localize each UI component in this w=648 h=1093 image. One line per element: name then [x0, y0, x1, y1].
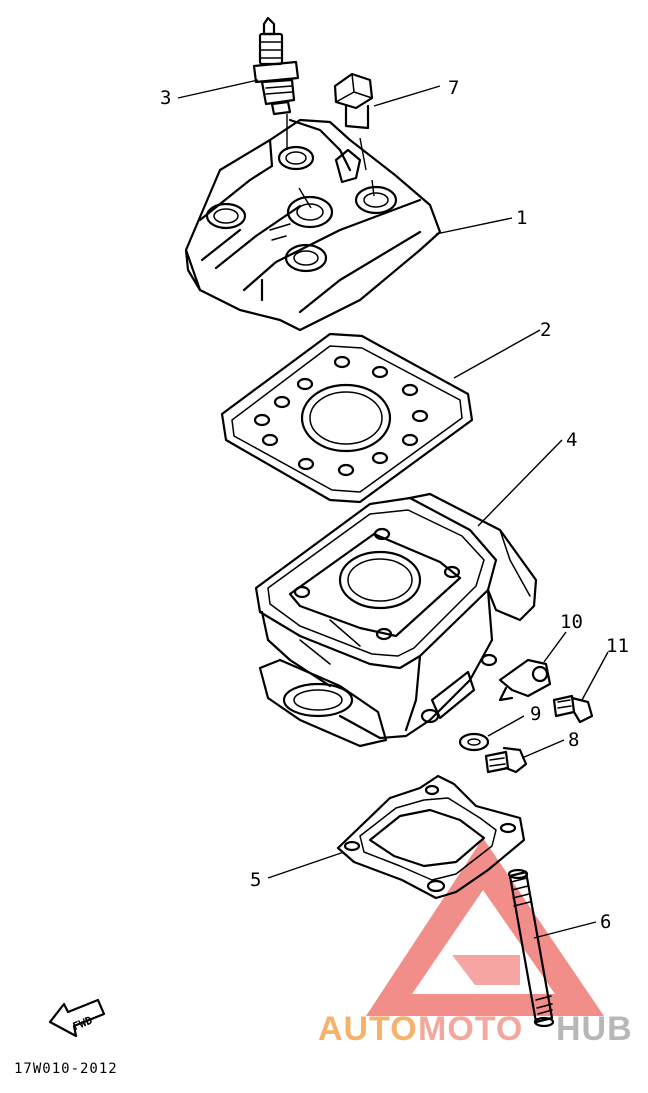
watermark-moto: MOTO: [418, 1010, 523, 1048]
screw: [552, 694, 594, 724]
callout-11: 11: [606, 635, 629, 657]
watermark-auto: AUTO: [318, 1010, 418, 1048]
watermark-text: AUTO MOTO HUB: [318, 1010, 633, 1048]
callout-3: 3: [160, 87, 171, 109]
leader-lines: [177, 79, 609, 939]
fwd-arrow: FWD: [48, 998, 106, 1038]
cylinder-head: [184, 118, 442, 332]
bolt: [484, 746, 528, 774]
head-gasket: [220, 332, 474, 504]
callout-labels: 3 7 1 2 4 10 11 9 8 5 6: [160, 77, 629, 933]
callout-8: 8: [568, 729, 579, 751]
callout-5: 5: [250, 869, 261, 891]
fwd-label: FWD: [71, 1014, 95, 1034]
diagram-code: 17W010-2012: [14, 1061, 118, 1077]
callout-10: 10: [560, 611, 583, 633]
watermark-hub: HUB: [556, 1010, 633, 1048]
callout-6: 6: [600, 911, 611, 933]
watermark-logo: [366, 838, 604, 1016]
clip: [498, 658, 552, 702]
gasket-holes: [253, 355, 429, 477]
callout-1: 1: [516, 207, 527, 229]
callout-7: 7: [448, 77, 459, 99]
watermark-triangle-inner: [452, 955, 520, 985]
base-gasket: [336, 774, 526, 900]
callout-4: 4: [566, 429, 577, 451]
callout-9: 9: [530, 703, 541, 725]
stud-bolt: [507, 868, 555, 1028]
spark-plug: [252, 16, 312, 209]
callout-2: 2: [540, 319, 551, 341]
washer: [458, 732, 490, 752]
cylinder: [254, 492, 538, 748]
watermark-triangle: [366, 838, 604, 1016]
